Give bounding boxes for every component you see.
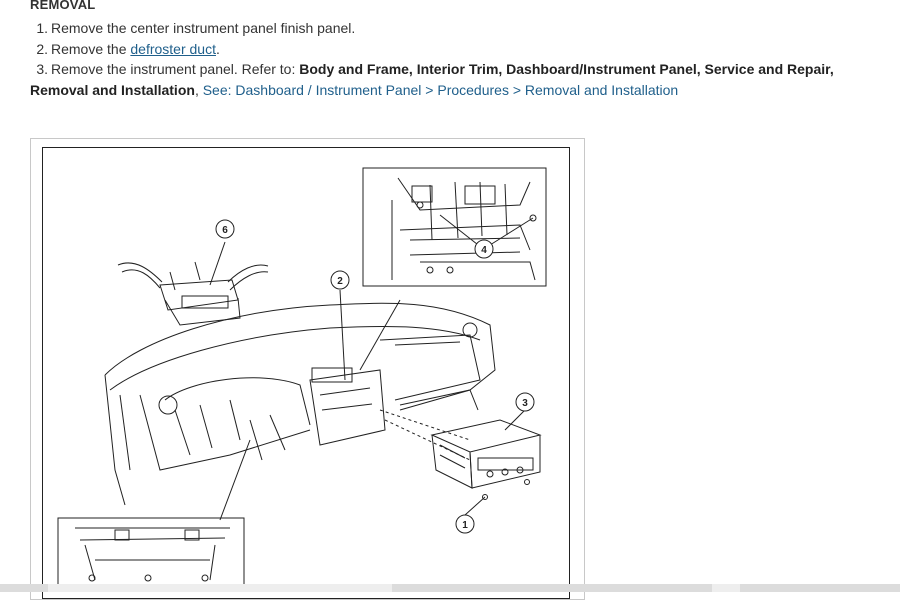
inset-bracket-lines [391,177,537,281]
scroll-segment [0,584,48,592]
scroll-segment [392,584,712,592]
defroster-duct-link[interactable]: defroster duct [130,40,216,57]
callout-2: 2 [330,270,350,290]
step-number: 3. [36,61,48,77]
callout-1: 1 [455,514,475,534]
callout-6: 6 [215,219,235,239]
leader-3 [504,409,526,431]
lower-detail-box [57,517,245,592]
step-text-sep: , [194,81,203,98]
instrument-panel-body [104,302,496,506]
section-heading: REMOVAL [30,0,96,12]
svg-text:1: 1 [462,520,468,531]
svg-text:2: 2 [337,276,343,287]
callout-4: 4 [474,239,494,259]
defroster-duct-part [117,261,269,326]
radio-unit-part [430,419,542,500]
svg-text:6: 6 [222,225,228,236]
svg-text:4: 4 [481,245,487,256]
step-number: 2. [36,40,48,57]
inset-detail-box [362,167,547,287]
step-text: Remove the [51,40,131,57]
callout-3: 3 [515,392,535,412]
leader-inset [359,299,401,371]
scroll-segment [740,584,900,592]
step-2: 2.Remove the defroster duct. [30,39,892,60]
leader-lines [379,409,471,461]
leader-lower [219,439,251,521]
leader-1 [464,496,486,516]
step-number: 1. [36,20,48,36]
reference-title: Body and Frame, Interior Trim, Dashboard… [30,61,834,98]
svg-text:3: 3 [522,398,528,409]
lower-bracket-lines [75,527,230,582]
procedure-steps: 1.Remove the center instrument panel fin… [30,18,892,100]
figure-frame [30,138,585,600]
leader-2 [339,289,346,381]
step-text: Remove the center instrument panel finis… [51,20,356,36]
bottom-scrollbar-track[interactable] [0,584,900,592]
step-3: 3.Remove the instrument panel. Refer to:… [30,59,892,100]
step-1: 1.Remove the center instrument panel fin… [30,18,892,39]
step-text-end: . [215,40,220,57]
leader-6 [209,241,226,286]
step-text: Remove the instrument panel. Refer to: [51,61,300,77]
see-procedure-link[interactable]: See: Dashboard / Instrument Panel > Proc… [202,81,679,98]
